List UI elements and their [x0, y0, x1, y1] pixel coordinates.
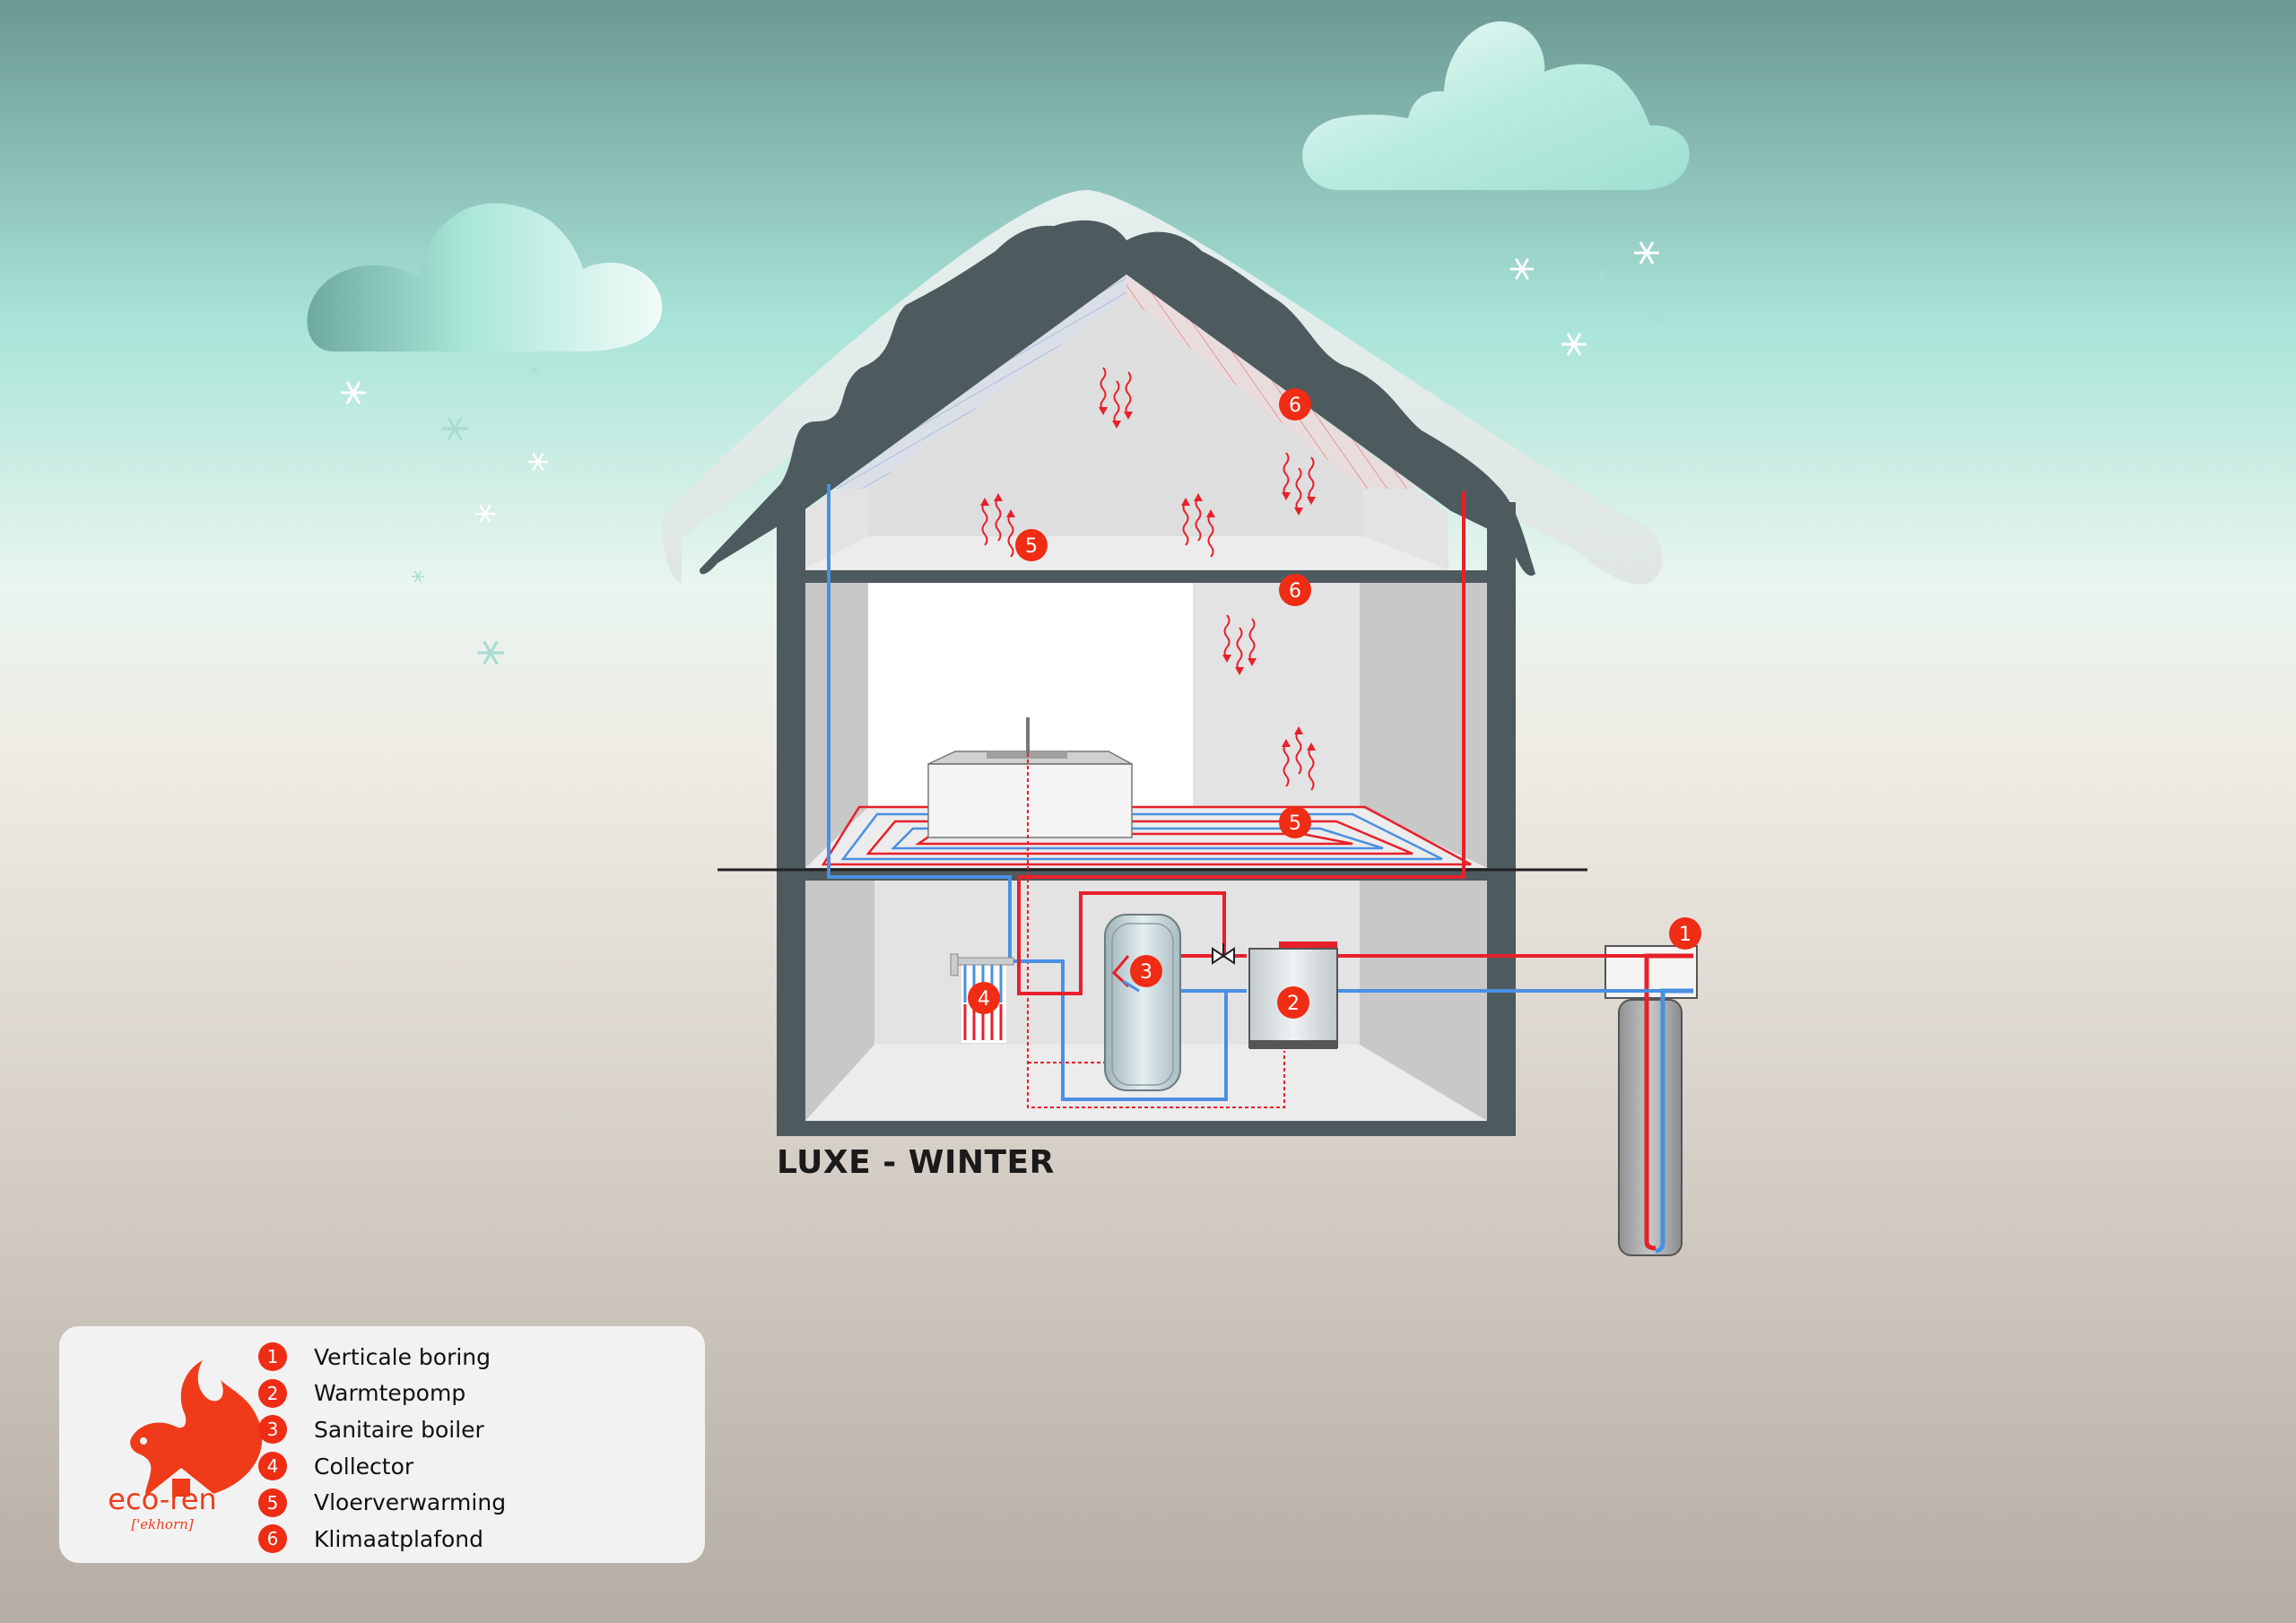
legend-label: Warmtepomp — [314, 1380, 466, 1407]
legend-number: 3 — [258, 1415, 287, 1445]
house-wall-left — [777, 502, 805, 1136]
valve-icon — [1212, 943, 1235, 965]
cloud-icon — [307, 203, 663, 352]
legend-number: 4 — [258, 1452, 287, 1481]
legend-label: Collector — [314, 1453, 414, 1480]
legend-label: Verticale boring — [314, 1343, 491, 1370]
marker-4: 4 — [978, 988, 990, 1011]
legend-item: 6 Klimaatplafond — [258, 1521, 506, 1558]
legend-item: 4 Collector — [258, 1448, 506, 1485]
attic-floor — [803, 536, 1448, 569]
floor-heating — [821, 805, 1472, 866]
marker-5-floor: 5 — [1289, 812, 1301, 835]
marker-5-attic: 5 — [1025, 535, 1038, 558]
legend-item: 2 Warmtepomp — [258, 1376, 506, 1412]
legend-label: Klimaatplafond — [314, 1525, 484, 1552]
brand-name: eco-ren — [108, 1482, 217, 1516]
marker-1: 1 — [1679, 924, 1692, 946]
legend-item: 5 Vloerverwarming — [258, 1484, 506, 1521]
roof — [700, 220, 1535, 576]
vertical-bore — [1604, 945, 1698, 1256]
house-wall-right — [1487, 502, 1516, 1136]
cloud-icon — [1302, 21, 1690, 190]
legend-list: 1 Verticale boring 2 Warmtepomp 3 Sanita… — [258, 1339, 506, 1558]
legend-number: 1 — [258, 1342, 287, 1372]
squirrel-logo-icon — [130, 1360, 263, 1497]
foundation — [777, 1121, 1516, 1136]
marker-6-attic: 6 — [1289, 395, 1301, 417]
diagram-markers: 1 2 3 4 5 5 6 6 — [968, 388, 1701, 1019]
legend-panel: eco-ren ['ekhorn] 1 Verticale boring 2 W… — [59, 1326, 705, 1563]
legend-item: 3 Sanitaire boiler — [258, 1411, 506, 1448]
legend-number: 6 — [258, 1524, 287, 1554]
brand-pronunciation: ['ekhorn] — [131, 1516, 194, 1532]
attic-floor-slab — [777, 570, 1516, 583]
sanitary-boiler — [1104, 914, 1181, 1091]
legend-item: 1 Verticale boring — [258, 1339, 506, 1376]
legend-number: 2 — [258, 1378, 287, 1408]
marker-2: 2 — [1287, 993, 1300, 1015]
legend-label: Sanitaire boiler — [314, 1416, 484, 1443]
legend-label: Vloerverwarming — [314, 1489, 507, 1516]
diagram-title: LUXE - WINTER — [777, 1144, 1055, 1181]
marker-6-ceiling: 6 — [1289, 580, 1301, 603]
marker-3: 3 — [1140, 961, 1152, 984]
legend-number: 5 — [258, 1488, 287, 1517]
